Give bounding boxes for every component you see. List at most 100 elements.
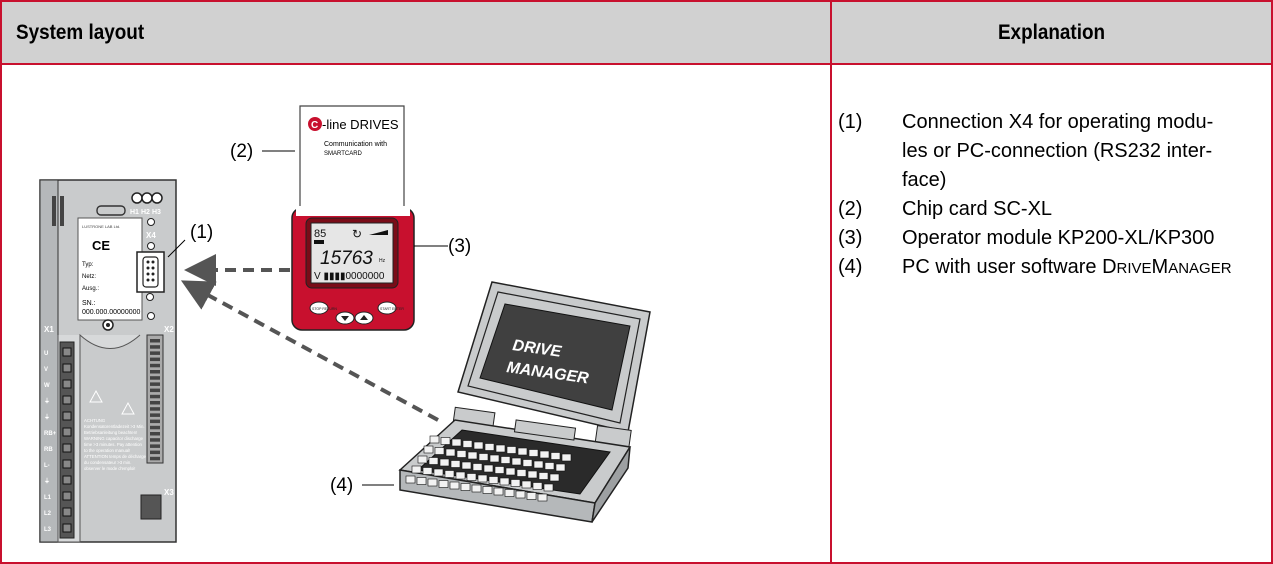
label-ausg: Ausg.: bbox=[82, 286, 99, 292]
keyboard-key bbox=[488, 476, 499, 484]
ce-mark: CE bbox=[92, 238, 110, 253]
arrow-pc-to-x4 bbox=[180, 280, 439, 422]
display-main: 15763 bbox=[320, 248, 373, 269]
x1-terminal-label: U bbox=[44, 351, 48, 357]
keyboard-key bbox=[478, 453, 489, 461]
x2-terminal-pin bbox=[150, 432, 160, 436]
header-explanation: Explanation bbox=[830, 0, 1273, 65]
keyboard-key bbox=[549, 473, 560, 482]
keyboard-key bbox=[521, 480, 532, 489]
callout-2: (2) bbox=[230, 141, 253, 162]
keyboard-key bbox=[434, 447, 445, 455]
keyboard-key bbox=[477, 474, 488, 483]
keyboard-key bbox=[449, 481, 460, 490]
card-line1: Communication with bbox=[324, 141, 387, 148]
warning-text: ACHTUNG Kondensatorentladezeit >3 Min. B… bbox=[84, 418, 146, 471]
keyboard-key bbox=[505, 467, 516, 476]
keyboard-key bbox=[428, 457, 439, 465]
keyboard-key bbox=[539, 450, 550, 459]
keyboard-key bbox=[473, 441, 484, 450]
x2-terminal-pin bbox=[150, 394, 160, 399]
keyboard-key bbox=[450, 460, 461, 468]
keyboard-key bbox=[483, 464, 494, 473]
system-diagram: H1 H2 H3 X4 LUSTRONE LAB Ltd. CE Typ: Ne… bbox=[39, 105, 651, 543]
serial-number: 000.000.00000000 bbox=[82, 309, 140, 316]
keyboard-key bbox=[451, 438, 462, 447]
keyboard-key bbox=[440, 437, 451, 445]
x1-terminal-screw bbox=[62, 475, 72, 485]
item-text: PC with user software DRIVEMANAGER bbox=[902, 256, 1232, 278]
x2-terminal-pin bbox=[150, 425, 160, 430]
laptop-pc: DRIVE MANAGER bbox=[398, 281, 651, 523]
x1-terminal-screw bbox=[62, 523, 72, 533]
x1-terminal-label: ⏚ bbox=[44, 398, 50, 405]
keyboard-key bbox=[445, 448, 456, 457]
keyboard-key bbox=[439, 458, 450, 467]
card-line2: SMARTCARD bbox=[324, 151, 363, 157]
x1-terminal-screw bbox=[62, 363, 72, 373]
x1-terminal-label: RB bbox=[44, 447, 53, 453]
x1-terminal-screw bbox=[62, 395, 72, 405]
keyboard-key bbox=[500, 456, 511, 464]
keyboard-key bbox=[526, 492, 537, 500]
x1-terminal-label: W bbox=[44, 383, 50, 389]
explanation-item: (3) Operator module KP200-XL/KP300 bbox=[836, 224, 1266, 253]
x2-terminal-pin bbox=[150, 456, 160, 461]
keyboard-key bbox=[550, 452, 561, 460]
svg-text:↻: ↻ bbox=[352, 227, 362, 241]
keyboard-key bbox=[511, 457, 522, 466]
label-typ: Typ: bbox=[82, 262, 94, 268]
keyboard-key bbox=[466, 473, 477, 481]
x2-terminal-pin bbox=[150, 407, 160, 411]
keyboard-key bbox=[416, 477, 427, 485]
keyboard-key bbox=[456, 450, 467, 458]
keyboard-key bbox=[561, 453, 572, 462]
keyboard-key bbox=[527, 470, 538, 479]
explanation-item: (1) Connection X4 for operating modu-les… bbox=[836, 108, 1266, 195]
item-text: Chip card SC-XL bbox=[902, 198, 1053, 220]
keyboard-key bbox=[543, 483, 554, 492]
x1-terminal-strip bbox=[62, 347, 72, 533]
keyboard-key bbox=[532, 482, 543, 490]
chip-card: C -line DRIVES Communication with SMARTC… bbox=[299, 105, 405, 215]
keyboard-key bbox=[538, 472, 549, 480]
explanation-item: (4) PC with user software DRIVEMANAGER bbox=[836, 253, 1266, 283]
x2-terminal-pin bbox=[150, 345, 160, 349]
x1-terminal-label: L1 bbox=[44, 495, 52, 501]
label-sn: SN.: bbox=[82, 300, 96, 307]
keyboard-key bbox=[467, 451, 478, 460]
x1-terminal-label: L3 bbox=[44, 527, 52, 533]
x4-connector bbox=[136, 251, 165, 301]
drive-unit: H1 H2 H3 X4 LUSTRONE LAB Ltd. CE Typ: Ne… bbox=[39, 179, 177, 543]
x2-terminal-pin bbox=[150, 357, 160, 362]
explanation-title: Explanation bbox=[997, 20, 1106, 44]
keyboard-key bbox=[495, 444, 506, 453]
keyboard-key bbox=[493, 487, 504, 496]
item-number: (1) bbox=[838, 111, 863, 133]
keyboard-key bbox=[438, 480, 449, 488]
keyboard-key bbox=[499, 477, 510, 486]
x2-terminal-pin bbox=[150, 376, 160, 380]
keyboard-key bbox=[472, 463, 483, 471]
x1-terminal-label: L2 bbox=[44, 511, 52, 517]
x1-terminal-screw bbox=[62, 459, 72, 469]
x2-terminal-pin bbox=[150, 444, 160, 448]
x1-terminal-label: ⏚ bbox=[44, 414, 50, 421]
x2-terminal-pin bbox=[150, 438, 160, 442]
item-text: Operator module KP200-XL/KP300 bbox=[902, 227, 1215, 249]
btn-start-enter: START ENTER bbox=[380, 307, 404, 311]
keyboard-key bbox=[533, 460, 544, 469]
x3-label: X3 bbox=[164, 488, 174, 497]
keyboard-key bbox=[494, 466, 505, 474]
x2-terminal-pin bbox=[150, 370, 160, 374]
item-number: (4) bbox=[838, 256, 863, 278]
explanation-item: (2) Chip card SC-XL bbox=[836, 195, 1266, 224]
keyboard-key bbox=[484, 443, 495, 451]
explanation-list: (1) Connection X4 for operating modu-les… bbox=[836, 108, 1266, 283]
display-bar: V ▮▮▮▮0000000 bbox=[314, 271, 385, 282]
keyboard-key bbox=[516, 469, 527, 477]
system-layout-title: System layout bbox=[16, 20, 145, 44]
keyboard-key bbox=[504, 489, 515, 497]
